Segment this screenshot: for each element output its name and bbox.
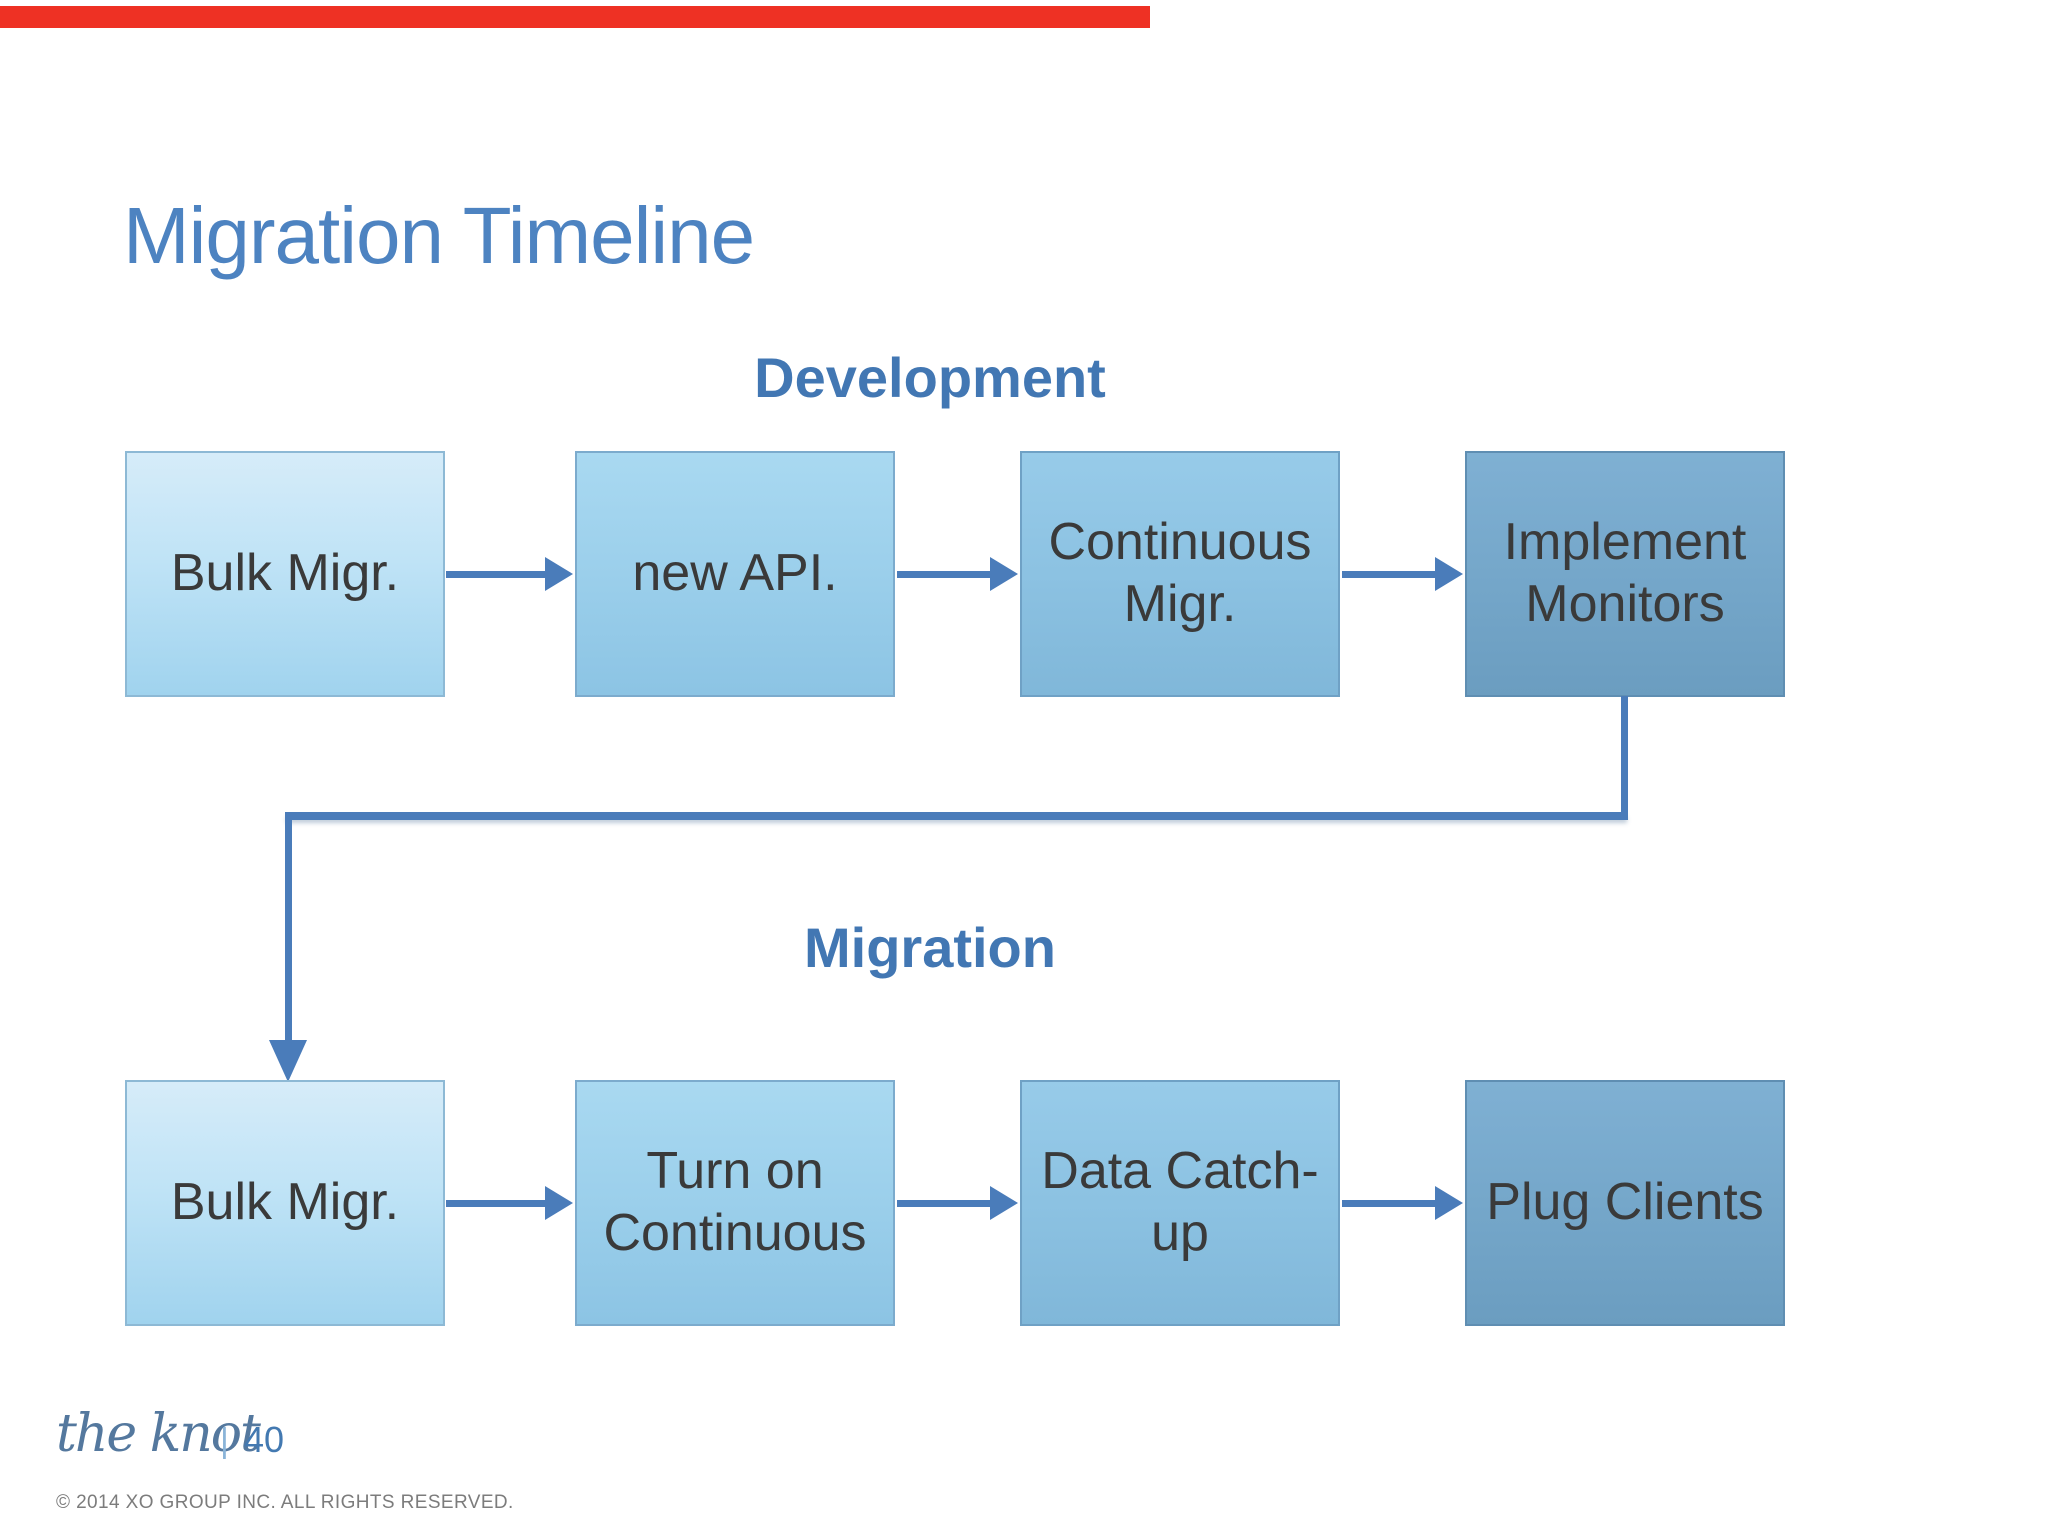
flow-node-turn-on-continuous: Turn on Continuous <box>575 1080 895 1326</box>
arrow-head-right-icon <box>545 557 573 591</box>
arrow-mig-1 <box>446 1186 573 1220</box>
flow-node-bulk-migr-mig: Bulk Migr. <box>125 1080 445 1326</box>
copyright-notice: © 2014 XO GROUP INC. ALL RIGHTS RESERVED… <box>56 1492 514 1513</box>
flow-node-new-api: new API. <box>575 451 895 697</box>
flow-node-label: Bulk Migr. <box>170 544 400 603</box>
flow-node-bulk-migr-dev: Bulk Migr. <box>125 451 445 697</box>
flow-node-continuous-migr: Continuous Migr. <box>1020 451 1340 697</box>
arrow-shaft <box>446 570 545 578</box>
arrow-mig-3 <box>1342 1186 1463 1220</box>
flow-node-label: Data Catch-up <box>1041 1142 1319 1262</box>
arrow-head-right-icon <box>990 557 1018 591</box>
arrow-head-right-icon <box>545 1186 573 1220</box>
arrow-mig-2 <box>897 1186 1018 1220</box>
page-title: Migration Timeline <box>123 191 755 280</box>
arrow-head-right-icon <box>1435 1186 1463 1220</box>
elbow-connector-vertical-start <box>1621 696 1628 818</box>
arrow-shaft <box>446 1199 545 1207</box>
arrow-shaft <box>1342 570 1435 578</box>
flow-node-label: Implement Monitors <box>1503 513 1747 633</box>
arrow-dev-2 <box>897 557 1018 591</box>
arrow-dev-3 <box>1342 557 1463 591</box>
section-header-migration: Migration <box>804 916 1056 979</box>
flow-node-implement-monitors: Implement Monitors <box>1465 451 1785 697</box>
arrow-shaft <box>897 1199 990 1207</box>
page-number: 40 <box>244 1419 285 1460</box>
elbow-connector-vertical-end <box>285 812 292 1044</box>
arrow-head-right-icon <box>1435 557 1463 591</box>
brand-accent-bar <box>0 6 1150 28</box>
flow-node-data-catch-up: Data Catch-up <box>1020 1080 1340 1326</box>
section-header-development: Development <box>754 346 1106 409</box>
flow-node-label: Plug Clients <box>1486 1173 1764 1232</box>
footer-separator: | <box>220 1422 229 1460</box>
flow-node-plug-clients: Plug Clients <box>1465 1080 1785 1326</box>
arrow-shaft <box>897 570 990 578</box>
arrow-dev-1 <box>446 557 573 591</box>
arrow-head-right-icon <box>990 1186 1018 1220</box>
flow-node-label: Bulk Migr. <box>170 1173 400 1232</box>
flow-node-label: Continuous Migr. <box>1048 513 1312 633</box>
arrow-head-down-icon <box>269 1040 307 1082</box>
flow-node-label: new API. <box>632 544 838 603</box>
elbow-connector-horizontal <box>285 812 1628 820</box>
flow-node-label: Turn on Continuous <box>603 1142 867 1262</box>
the-knot-logo: the knot <box>56 1404 261 1464</box>
arrow-shaft <box>1342 1199 1435 1207</box>
